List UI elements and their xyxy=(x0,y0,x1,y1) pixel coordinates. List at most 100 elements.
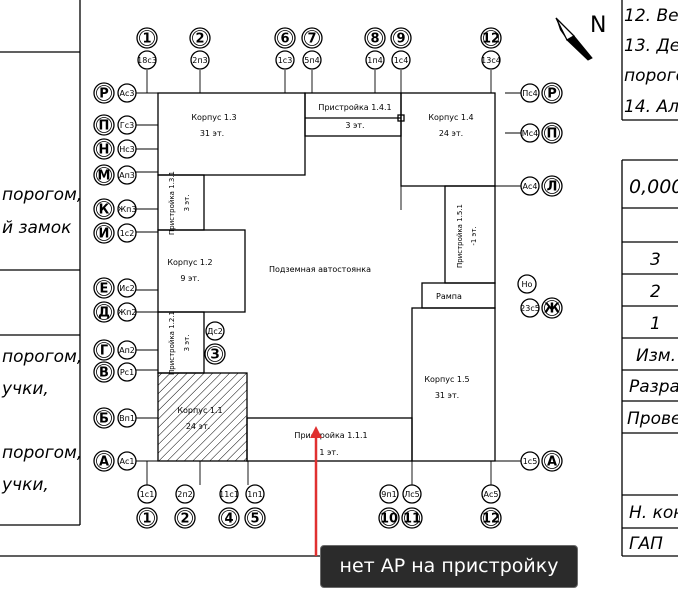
svg-text:И: И xyxy=(99,227,110,242)
rev-row-1: 1 xyxy=(650,314,661,334)
svg-text:Рс1: Рс1 xyxy=(120,368,134,377)
svg-text:Дс2: Дс2 xyxy=(207,327,223,336)
label-izm: Изм. xyxy=(636,346,676,366)
axis-top-6: 6 xyxy=(274,27,296,49)
building-1-5 xyxy=(411,307,496,462)
axis-top-sub-13с4: 13с4 xyxy=(481,50,501,70)
svg-text:1: 1 xyxy=(142,512,151,527)
axis-left-sub-Ап2: Ап2 xyxy=(117,340,137,360)
svg-text:Р: Р xyxy=(547,87,557,102)
axis-top-2: 2 xyxy=(189,27,211,49)
k15-name: Корпус 1.5 xyxy=(424,375,469,384)
svg-text:1с5: 1с5 xyxy=(523,457,538,466)
axis-left-И: И xyxy=(93,222,115,244)
p111-name: Пристройка 1.1.1 xyxy=(294,431,367,440)
axis-left-К: К xyxy=(93,198,115,220)
svg-text:Жп3: Жп3 xyxy=(118,205,137,214)
right-note-14: 14. Ал xyxy=(624,97,678,117)
building-1-3 xyxy=(157,92,306,176)
axis-top-7: 7 xyxy=(301,27,323,49)
svg-text:В: В xyxy=(99,366,109,381)
label-razrab: Разра xyxy=(629,377,678,397)
k14-name: Корпус 1.4 xyxy=(428,113,473,122)
svg-text:13с4: 13с4 xyxy=(481,56,501,65)
svg-text:Но: Но xyxy=(522,280,533,289)
svg-text:6: 6 xyxy=(280,32,289,47)
p151-floors: -1 эт. xyxy=(470,226,478,245)
building-1-2 xyxy=(157,229,246,313)
note-row3-line1: порогом, xyxy=(2,443,82,463)
svg-text:А: А xyxy=(99,455,109,470)
svg-text:12: 12 xyxy=(482,32,500,47)
axis-left-sub-Ас1: Ас1 xyxy=(117,451,137,471)
svg-text:4: 4 xyxy=(224,512,233,527)
axis-z-sub: Дс2 xyxy=(205,321,225,341)
axis-bottom-12: 12 xyxy=(480,507,502,529)
right-title-block xyxy=(621,0,678,557)
axis-left-sub-Гс3: Гс3 xyxy=(117,115,137,135)
k12-name: Корпус 1.2 xyxy=(167,258,212,267)
svg-text:Ап2: Ап2 xyxy=(119,346,135,355)
svg-text:Б: Б xyxy=(99,412,109,427)
axis-left-sub-Рс1: Рс1 xyxy=(117,362,137,382)
right-note-12: 12. Ве xyxy=(624,6,678,26)
axis-bottom-sub-1п1: 1п1 xyxy=(245,484,265,504)
axis-left-sub-Ис2: Ис2 xyxy=(117,278,137,298)
left-title-block xyxy=(0,0,320,557)
axis-right-sub-Мс4: Мс4 xyxy=(520,123,540,143)
svg-text:10: 10 xyxy=(380,512,398,527)
rev-row-3: 3 xyxy=(650,250,661,270)
annotation-tooltip: нет АР на пристройку xyxy=(320,545,578,588)
svg-text:Ас5: Ас5 xyxy=(484,490,499,499)
note-row3-line2: учки, xyxy=(1,475,49,495)
svg-text:1с3: 1с3 xyxy=(278,56,293,65)
axis-left-Б: Б xyxy=(93,407,115,429)
svg-text:9: 9 xyxy=(396,32,405,47)
axis-left-sub-Жп2: Жп2 xyxy=(117,302,137,322)
svg-text:2: 2 xyxy=(195,32,204,47)
k13-floors: 31 эт. xyxy=(200,129,224,138)
note-row1-line1: порогом, xyxy=(2,185,82,205)
svg-text:Е: Е xyxy=(100,282,109,297)
axis-left-sub-Нс3: Нс3 xyxy=(117,139,137,159)
svg-text:П: П xyxy=(547,127,558,142)
axis-left-sub-1с2: 1с2 xyxy=(117,223,137,243)
svg-text:11: 11 xyxy=(403,512,421,527)
k15-floors: 31 эт. xyxy=(435,391,459,400)
svg-text:Ас4: Ас4 xyxy=(523,182,538,191)
axis-left-Р: Р xyxy=(93,82,115,104)
svg-text:К: К xyxy=(99,203,110,218)
parking-label: Подземная автостоянка xyxy=(269,265,371,274)
svg-text:12: 12 xyxy=(482,512,500,527)
axis-bottom-11: 11 xyxy=(401,507,423,529)
axis-right-sub-Ас4: Ас4 xyxy=(520,176,540,196)
axis-top-12: 12 xyxy=(480,27,502,49)
svg-text:Ас1: Ас1 xyxy=(120,457,135,466)
svg-text:11с1: 11с1 xyxy=(219,490,239,499)
svg-text:2: 2 xyxy=(180,512,189,527)
p131-floors: 3 эт. xyxy=(183,195,191,212)
p141-floors: 3 эт. xyxy=(345,121,364,130)
svg-text:М: М xyxy=(98,169,111,184)
p141-name: Пристройка 1.4.1 xyxy=(318,103,391,112)
svg-text:Д: Д xyxy=(98,306,110,321)
p131-name: Пристройка 1.3.1 xyxy=(168,171,176,235)
svg-text:7: 7 xyxy=(307,32,316,47)
svg-text:З: З xyxy=(210,348,219,363)
axis-bottom-4: 4 xyxy=(218,507,240,529)
svg-text:1п4: 1п4 xyxy=(367,56,382,65)
svg-text:Ис2: Ис2 xyxy=(119,284,134,293)
axis-left-sub-Ап3: Ап3 xyxy=(117,165,137,185)
svg-text:А: А xyxy=(547,455,557,470)
axis-bottom-10: 10 xyxy=(378,507,400,529)
axis-right-Л: Л xyxy=(541,175,563,197)
svg-text:Вп1: Вп1 xyxy=(119,414,135,423)
svg-text:Жп2: Жп2 xyxy=(118,308,137,317)
axis-left-В: В xyxy=(93,361,115,383)
svg-text:8: 8 xyxy=(370,32,379,47)
building-1-4 xyxy=(400,92,496,187)
axis-bottom-2: 2 xyxy=(174,507,196,529)
k12-floors: 9 эт. xyxy=(180,274,199,283)
axis-top-sub-2п3: 2п3 xyxy=(190,50,210,70)
